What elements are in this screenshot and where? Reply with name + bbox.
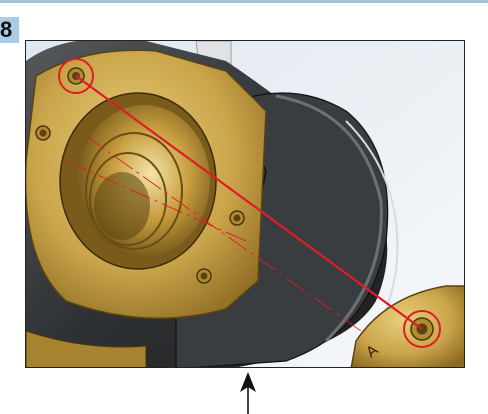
bore-groove-2	[89, 152, 167, 246]
insertion-direction-arrow-icon	[240, 372, 256, 414]
bore-depth	[94, 172, 150, 240]
centre-line-2	[65, 160, 247, 242]
callout-circle-bottom	[403, 310, 441, 348]
bolt-hole-right-inner	[233, 214, 241, 222]
lower-brass-edge	[26, 330, 147, 367]
callout-circle-top	[58, 58, 94, 94]
step-number: 8	[0, 17, 13, 42]
centre-line-1	[85, 135, 362, 332]
assembly-illustration: A	[25, 40, 465, 368]
step-number-badge: 8	[0, 17, 19, 43]
arrow-head	[240, 372, 256, 392]
illustration-canvas: A	[26, 41, 464, 367]
mating-part	[350, 285, 464, 367]
bolt-hole-bottom-inner	[200, 272, 208, 280]
bolt-hole-left-inner	[39, 129, 47, 137]
bore-inner	[78, 105, 210, 257]
alignment-line	[75, 75, 423, 330]
sleeve-highlight	[275, 94, 383, 343]
centre-lines	[65, 135, 362, 332]
bore-groove-1	[85, 132, 183, 250]
header-rule	[0, 0, 488, 3]
